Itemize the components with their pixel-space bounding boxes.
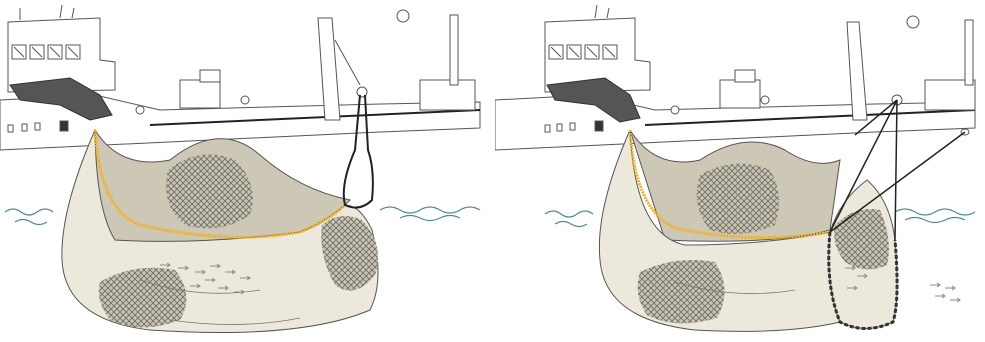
panel-right-net-pursed [495, 0, 985, 342]
crane-icon [318, 18, 340, 120]
panel-left-net-hoisting [0, 0, 490, 342]
ship-icon [495, 5, 975, 150]
ship-icon [0, 5, 480, 150]
